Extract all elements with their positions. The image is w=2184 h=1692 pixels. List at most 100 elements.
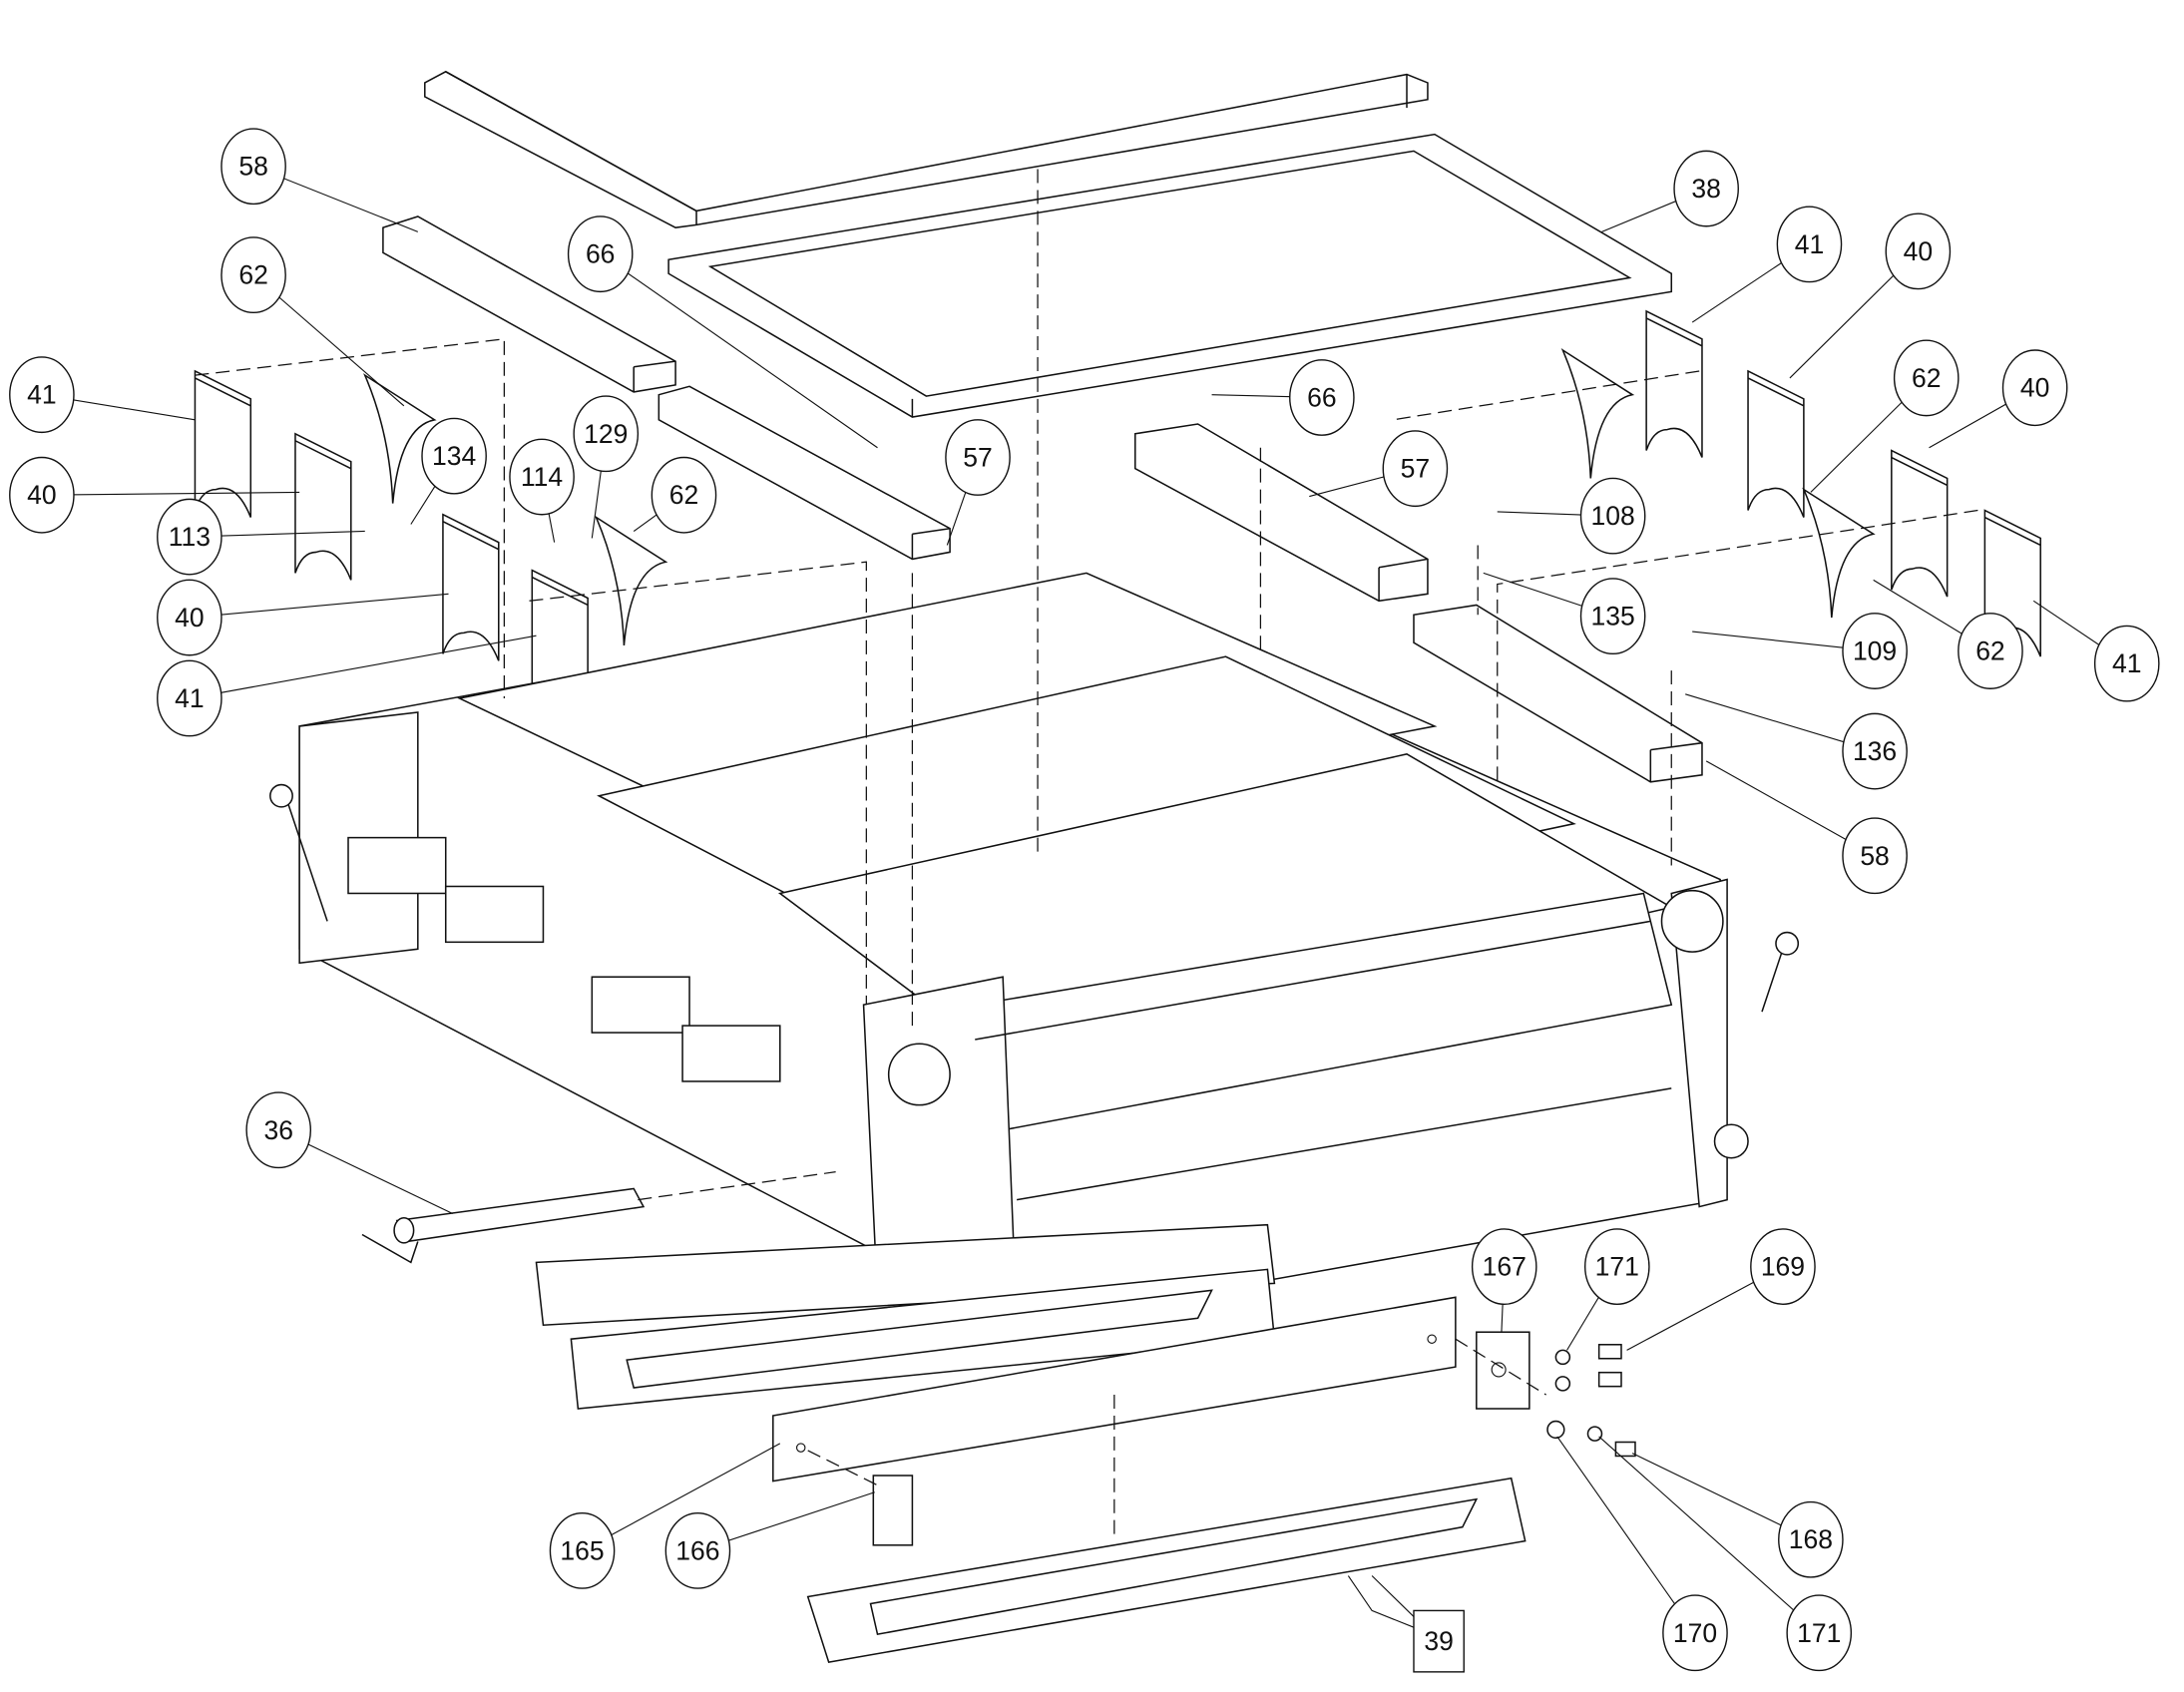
callout-bubble <box>664 1512 731 1589</box>
callout-bubble <box>1579 477 1646 555</box>
callout-bubble <box>1893 339 1960 417</box>
bar-58-right <box>1413 604 1703 783</box>
callout-number: 36 <box>263 1115 293 1145</box>
callout-number: 113 <box>169 522 211 552</box>
callout-bubble <box>567 215 634 293</box>
callout-number: 57 <box>1401 454 1431 484</box>
callout-135: 135 <box>1579 578 1646 655</box>
callout-129: 129 <box>573 395 640 473</box>
callout-40: 40 <box>157 579 222 656</box>
callout-bubble <box>9 456 75 534</box>
callout-number: 165 <box>560 1535 604 1565</box>
callout-bubble <box>1778 1500 1844 1578</box>
callout-number: 168 <box>1789 1524 1833 1554</box>
bar-39 <box>806 1477 1527 1663</box>
callout-166: 166 <box>664 1512 731 1589</box>
gusset-plate <box>1560 348 1635 479</box>
callouts: 58 62 41 40 113 134 114 129 62 40 41 66 57 38 41 40 66 57… <box>9 128 2160 1673</box>
callout-number: 41 <box>1795 229 1825 259</box>
plate-165 <box>772 1296 1457 1482</box>
callout-number: 134 <box>432 441 476 471</box>
callout-62: 62 <box>220 236 286 314</box>
callout-bubble <box>1662 1594 1728 1672</box>
callout-165: 165 <box>549 1512 616 1589</box>
callout-66: 66 <box>567 215 634 293</box>
callout-bubble <box>573 395 640 473</box>
callout-bubble <box>1413 1609 1465 1673</box>
callout-bubble <box>1382 430 1449 508</box>
callout-171: 171 <box>1786 1594 1853 1672</box>
bar-57-left <box>657 385 951 561</box>
callout-57: 57 <box>945 419 1011 496</box>
callout-bubble <box>1673 150 1739 227</box>
callout-bubble <box>1584 1228 1650 1305</box>
callout-bubble <box>2093 625 2160 702</box>
callout-number: 39 <box>1424 1626 1454 1656</box>
callout-41: 41 <box>1776 206 1843 283</box>
clip-167 <box>1476 1331 1530 1410</box>
callout-number: 114 <box>521 462 563 492</box>
callout-number: 129 <box>584 419 628 449</box>
callout-bubble <box>549 1512 616 1589</box>
callout-number: 169 <box>1761 1252 1805 1282</box>
callout-39: 39 <box>1413 1609 1465 1673</box>
callout-66: 66 <box>1289 359 1355 436</box>
callout-bubble <box>1786 1594 1853 1672</box>
callout-bubble <box>245 1091 312 1169</box>
leader-line-165 <box>582 1443 781 1551</box>
callout-41: 41 <box>157 659 222 737</box>
callout-57: 57 <box>1382 430 1449 508</box>
callout-number: 62 <box>669 480 699 510</box>
callout-bubble <box>220 236 286 314</box>
callout-number: 171 <box>1595 1252 1639 1282</box>
pin-36 <box>361 1187 646 1264</box>
bracket-plate <box>294 432 352 581</box>
top-frame-38 <box>667 133 1673 418</box>
callout-bubble <box>2001 349 2068 427</box>
callout-41: 41 <box>9 356 75 434</box>
top-frame-upper <box>424 70 1429 228</box>
callout-number: 62 <box>1912 363 1942 393</box>
callout-167: 167 <box>1471 1228 1537 1305</box>
center-lines <box>195 169 1978 1534</box>
leader-line-66 <box>600 253 878 449</box>
gusset-plate <box>594 515 668 646</box>
callout-number: 58 <box>238 152 267 182</box>
bar-57-right <box>1134 423 1429 603</box>
callout-38: 38 <box>1673 150 1739 227</box>
callout-number: 109 <box>1853 636 1897 666</box>
callout-170: 170 <box>1662 1594 1728 1672</box>
callout-bubble <box>1885 212 1952 290</box>
callout-62: 62 <box>1958 613 2023 689</box>
bracket-plate <box>1747 369 1805 518</box>
callout-58: 58 <box>220 128 286 206</box>
callout-114: 114 <box>509 438 575 516</box>
callout-bubble <box>1579 578 1646 655</box>
callout-40: 40 <box>1885 212 1952 290</box>
fasteners <box>1546 1344 1636 1458</box>
callout-171: 171 <box>1584 1228 1650 1305</box>
clip-166 <box>872 1475 914 1546</box>
callout-bubble <box>1842 817 1908 895</box>
callout-bubble <box>1750 1228 1816 1305</box>
bar-58-left <box>382 215 676 393</box>
callout-number: 166 <box>675 1535 719 1565</box>
lower-rail-upper <box>535 1223 1276 1410</box>
callout-62: 62 <box>651 456 717 534</box>
callout-bubble <box>220 128 286 206</box>
callout-bubble <box>509 438 575 516</box>
leader-line-41 <box>189 634 537 699</box>
callout-number: 58 <box>1860 841 1890 871</box>
callout-number: 40 <box>175 603 205 633</box>
callout-number: 41 <box>175 683 205 713</box>
callout-62: 62 <box>1893 339 1960 417</box>
callout-number: 170 <box>1673 1618 1717 1648</box>
callout-bubble <box>421 417 487 495</box>
callout-bubble <box>157 498 222 576</box>
callout-number: 40 <box>27 480 57 510</box>
callout-bubble <box>651 456 717 534</box>
callout-168: 168 <box>1778 1500 1844 1578</box>
callout-bubble <box>1958 613 2023 689</box>
callout-bubble <box>157 659 222 737</box>
